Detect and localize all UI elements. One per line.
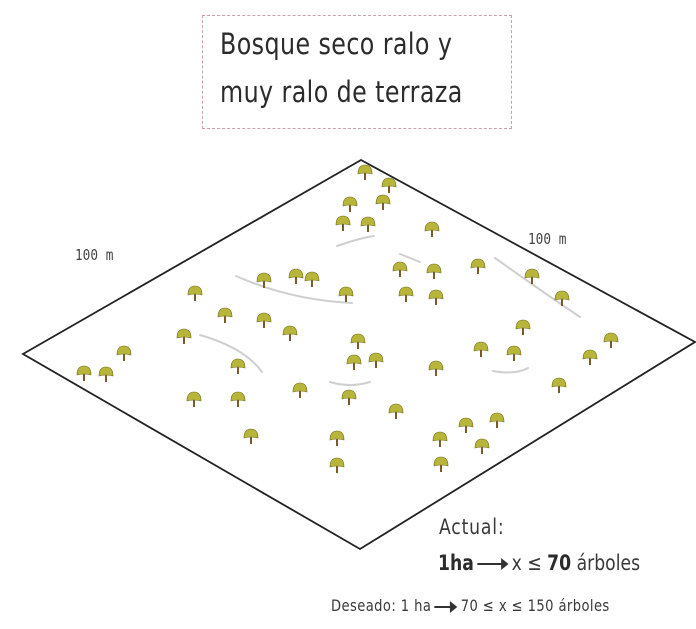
title-box <box>202 15 512 129</box>
tree-icon <box>304 271 320 287</box>
tree-icon <box>230 391 246 407</box>
arrow-icon <box>434 600 458 613</box>
grass-stroke <box>199 334 263 373</box>
tree-icon <box>470 258 486 274</box>
arrow-icon <box>477 558 509 570</box>
tree-icon <box>551 377 567 393</box>
tree-icon <box>256 272 272 288</box>
tree-icon <box>230 358 246 374</box>
dimension-label-right: 100 m <box>528 230 567 248</box>
tree-icon <box>292 382 308 398</box>
title-line-2: muy ralo de terraza <box>220 75 463 109</box>
tree-icon <box>357 164 373 180</box>
tree-layer <box>76 164 619 473</box>
tree-icon <box>342 196 358 212</box>
tree-icon <box>489 412 505 428</box>
tree-icon <box>515 319 531 335</box>
tree-icon <box>582 349 598 365</box>
tree-icon <box>428 289 444 305</box>
tree-icon <box>474 438 490 454</box>
tree-icon <box>350 333 366 349</box>
tree-icon <box>426 263 442 279</box>
grass-stroke <box>494 257 581 318</box>
tree-icon <box>388 403 404 419</box>
grass-stroke <box>235 275 353 304</box>
tree-icon <box>433 456 449 472</box>
tree-icon <box>346 354 362 370</box>
grass-stroke <box>336 235 375 247</box>
tree-icon <box>506 345 522 361</box>
tree-icon <box>360 216 376 232</box>
tree-icon <box>329 430 345 446</box>
tree-icon <box>288 268 304 284</box>
tree-icon <box>424 221 440 237</box>
actual-ha: 1ha <box>438 551 474 575</box>
tree-icon <box>432 431 448 447</box>
tree-icon <box>329 457 345 473</box>
tree-icon <box>554 290 570 306</box>
desired-expr: 70 ≤ x ≤ 150 árboles <box>460 596 610 615</box>
grass-stroke <box>399 253 421 263</box>
actual-expr: x ≤ <box>511 551 542 575</box>
grass-stroke <box>329 381 371 386</box>
dimension-label-left: 100 m <box>75 246 114 264</box>
tree-icon <box>603 332 619 348</box>
tree-icon <box>116 345 132 361</box>
title-line-1: Bosque seco ralo y <box>220 27 453 61</box>
actual-unit: árboles <box>576 551 641 575</box>
actual-row: 1ha x ≤ 70 árboles <box>438 551 640 575</box>
tree-icon <box>524 268 540 284</box>
tree-icon <box>243 428 259 444</box>
tree-icon <box>187 285 203 301</box>
tree-icon <box>428 360 444 376</box>
tree-icon <box>398 286 414 302</box>
tree-icon <box>98 366 114 382</box>
grass-layer <box>199 235 581 386</box>
tree-icon <box>381 177 397 193</box>
desired-prefix: Deseado: 1 ha <box>331 596 432 615</box>
tree-icon <box>282 325 298 341</box>
grass-stroke <box>492 367 529 374</box>
tree-icon <box>335 215 351 231</box>
terrain-outline <box>21 158 696 551</box>
tree-icon <box>458 417 474 433</box>
tree-icon <box>256 312 272 328</box>
tree-icon <box>375 194 391 210</box>
tree-icon <box>338 286 354 302</box>
tree-icon <box>341 389 357 405</box>
tree-icon <box>368 352 384 368</box>
tree-icon <box>217 307 233 323</box>
actual-value: 70 <box>547 551 572 575</box>
tree-icon <box>76 365 92 381</box>
tree-icon <box>176 328 192 344</box>
tree-icon <box>473 341 489 357</box>
tree-icon <box>392 261 408 277</box>
desired-row: Deseado: 1 ha 70 ≤ x ≤ 150 árboles <box>331 596 610 615</box>
actual-label: Actual: <box>439 515 505 539</box>
tree-icon <box>186 391 202 407</box>
